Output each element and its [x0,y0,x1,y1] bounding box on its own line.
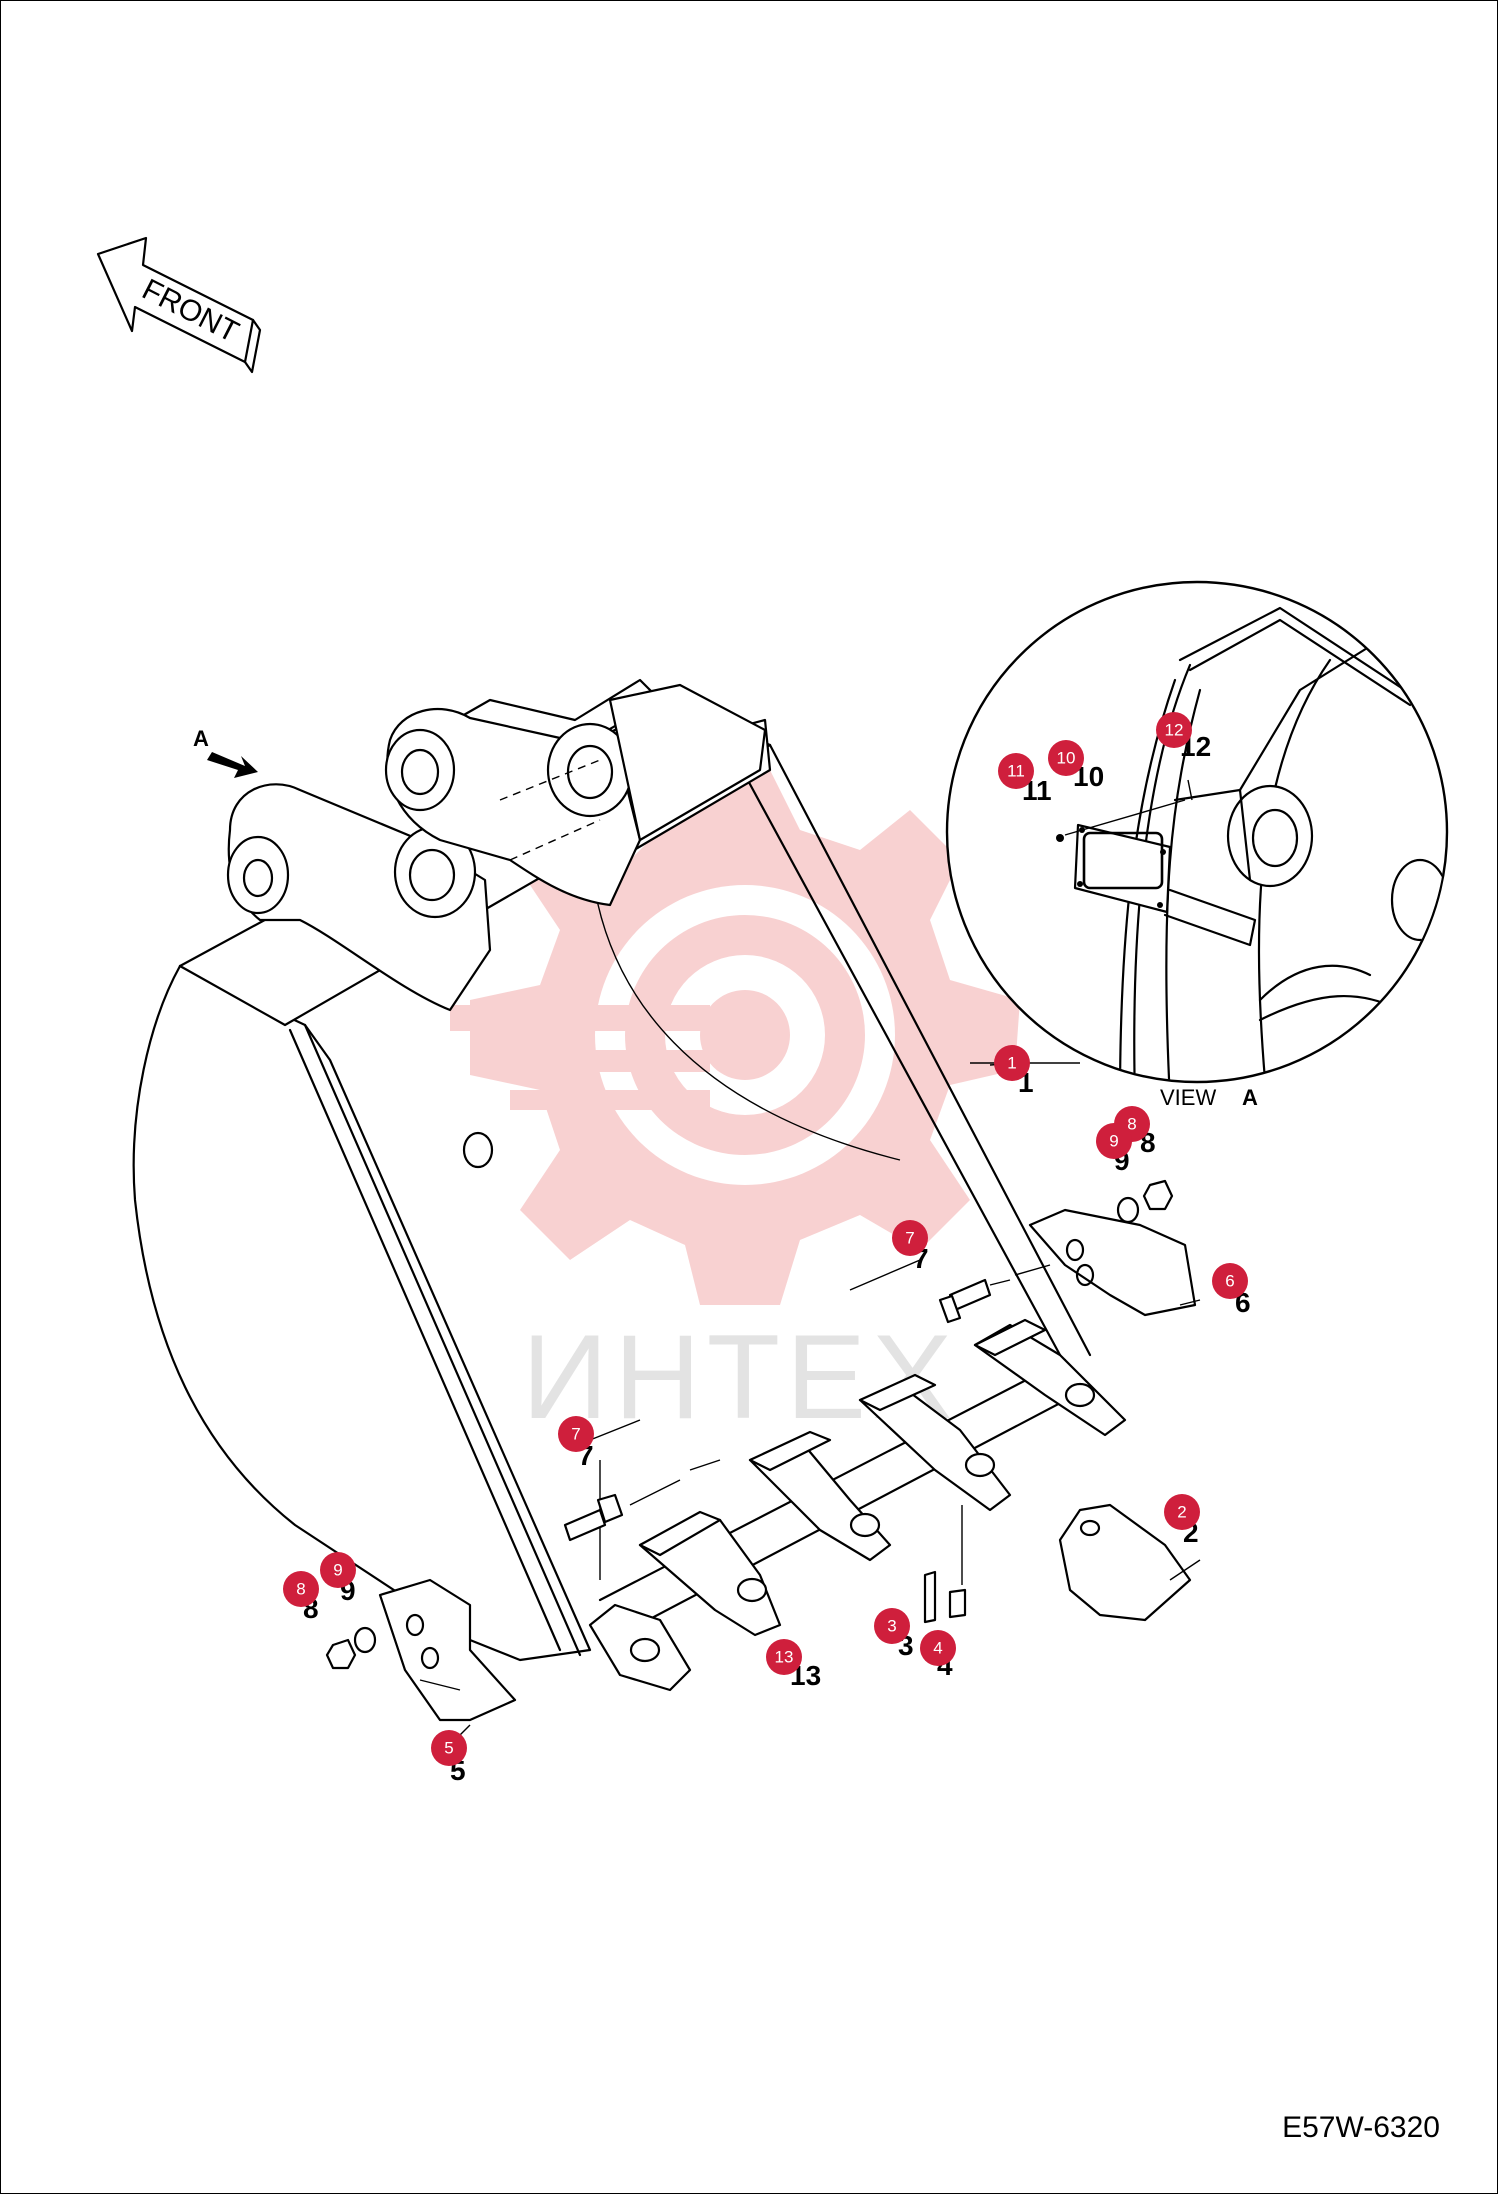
svg-text:12: 12 [1165,721,1184,740]
svg-text:7: 7 [571,1425,580,1444]
callout-5[interactable]: 5 [431,1730,467,1766]
callout-4[interactable]: 4 [920,1630,956,1666]
side-cutter-right [1028,1208,1197,1317]
view-a-detail: VIEW A [945,580,1449,1110]
watermark-text: ИНТЕХ [522,1310,958,1444]
svg-text:2: 2 [1177,1503,1186,1522]
svg-text:13: 13 [775,1648,794,1667]
callout-7a[interactable]: 7 [892,1220,928,1256]
svg-text:1: 1 [1007,1054,1016,1073]
mounting-bosses [226,678,772,1012]
side-cutter-left [378,1578,517,1722]
callout-9b[interactable]: 9 [320,1552,356,1588]
svg-text:9: 9 [1109,1132,1118,1151]
svg-text:8: 8 [1127,1115,1136,1134]
callout-6[interactable]: 6 [1212,1263,1248,1299]
view-a-arrow: A [193,726,258,778]
svg-text:3: 3 [887,1617,896,1636]
drawing-code: E57W-6320 [1282,2111,1440,2144]
callout-8b[interactable]: 8 [283,1571,319,1607]
callout-1[interactable]: 1 [994,1045,1030,1081]
pin-and-lock [923,1505,967,1624]
callout-3[interactable]: 3 [874,1608,910,1644]
view-letter: A [1242,1085,1258,1110]
callout-11[interactable]: 11 [998,753,1034,789]
svg-text:11: 11 [1007,762,1025,781]
loose-tooth [1058,1503,1192,1622]
callout-2[interactable]: 2 [1164,1494,1200,1530]
callout-7b[interactable]: 7 [558,1416,594,1452]
svg-text:10: 10 [1057,749,1076,768]
svg-text:9: 9 [333,1561,342,1580]
callouts: 1 2 3 4 5 6 7 7 8 8 9 9 10 11 12 13 [283,712,1248,1766]
callout-13[interactable]: 13 [766,1639,802,1675]
view-arrow-label: A [193,726,209,751]
view-label: VIEW [1160,1085,1216,1110]
callout-10[interactable]: 10 [1048,740,1084,776]
svg-text:4: 4 [933,1639,942,1658]
svg-text:8: 8 [296,1580,305,1599]
fasteners [325,1179,1174,1670]
front-arrow: FRONT [96,236,262,374]
callout-9a[interactable]: 9 [1096,1123,1132,1159]
svg-text:5: 5 [444,1739,453,1758]
svg-text:7: 7 [905,1229,914,1248]
callout-12[interactable]: 12 [1156,712,1192,748]
bucket-teeth [588,1318,1127,1692]
svg-text:6: 6 [1225,1272,1234,1291]
